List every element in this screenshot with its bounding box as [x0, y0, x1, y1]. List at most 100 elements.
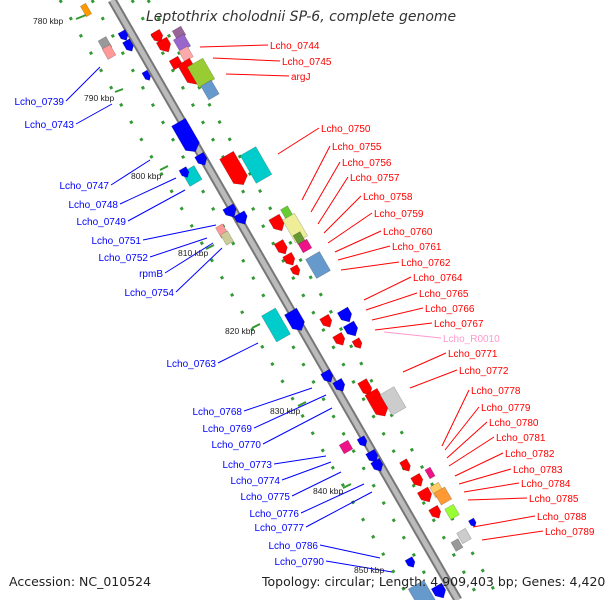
label-leader-line [119, 177, 177, 205]
label-leader-line [327, 212, 373, 244]
right-gene-label: Lcho_0765 [419, 289, 469, 300]
label-leader-line [212, 57, 281, 62]
gene-feature [239, 146, 273, 184]
kbp-tick-label: 840 kbp [313, 486, 344, 496]
gene-feature [399, 458, 411, 472]
right-gene-label: Lcho_0772 [459, 366, 509, 377]
gene-feature [450, 538, 464, 552]
right-gene-label: Lcho_0764 [413, 273, 463, 284]
right-gene-label: Lcho_0750 [321, 124, 371, 135]
gene-feature [351, 337, 363, 349]
gene-feature [404, 556, 416, 568]
label-leader-line [305, 491, 373, 528]
right-gene-label: Lcho_0782 [505, 449, 555, 460]
kbp-tick-label: 820 kbp [225, 326, 256, 336]
gene-feature [370, 457, 384, 472]
right-gene-label: Lcho_0781 [496, 433, 546, 444]
label-leader-line [383, 331, 442, 339]
label-leader-line [444, 406, 480, 451]
left-gene-label: Lcho_0754 [125, 288, 175, 299]
right-gene-label: Lcho_0778 [471, 386, 521, 397]
gene-feature [338, 439, 354, 455]
gene-feature [282, 251, 296, 266]
label-leader-line [334, 230, 382, 253]
label-leader-line [300, 483, 365, 514]
gene-feature [171, 117, 200, 153]
kbp-tick-label: 800 kbp [131, 171, 162, 181]
left-gene-label: Lcho_0776 [250, 509, 300, 520]
gene-feature [155, 36, 172, 53]
gene-feature [332, 331, 346, 346]
kbp-tick-mark [114, 88, 124, 93]
left-gene-label: Lcho_0747 [60, 181, 110, 192]
left-gene-label: rpmB [139, 269, 163, 280]
left-gene-label: Lcho_0769 [203, 424, 253, 435]
label-leader-line [448, 436, 495, 467]
right-gene-label: Lcho_0788 [537, 512, 587, 523]
gene-feature [444, 503, 460, 521]
right-gene-label: Lcho_0780 [489, 418, 539, 429]
right-gene-label: Lcho_0745 [282, 57, 332, 68]
genome-backbone-highlight [109, 0, 461, 600]
left-gene-label: Lcho_0752 [99, 253, 149, 264]
gene-feature [122, 38, 134, 52]
gene-feature [220, 230, 234, 246]
kbp-tick-label: 850 kbp [354, 565, 385, 575]
right-gene-label: Lcho_0758 [363, 192, 413, 203]
kbp-tick-mark [342, 483, 352, 489]
right-gene-label: Lcho_0755 [332, 142, 382, 153]
gene-feature [428, 504, 442, 519]
gene-feature [467, 517, 477, 527]
label-leader-line [281, 461, 332, 481]
gene-feature [297, 238, 313, 254]
label-leader-line [374, 322, 433, 331]
label-leader-line [142, 224, 217, 241]
gene-feature [305, 251, 331, 279]
gene-feature [273, 239, 288, 255]
left-gene-label: Lcho_0777 [255, 523, 305, 534]
label-leader-line [467, 497, 528, 501]
left-gene-label: Lcho_0770 [212, 440, 262, 451]
gene-feature [150, 28, 164, 43]
accession-text: Accession: NC_010524 [9, 574, 152, 589]
gene-feature [430, 582, 447, 599]
kbp-tick-mark [159, 165, 169, 171]
kbp-tick-mark [251, 323, 261, 329]
gene-feature [79, 2, 93, 18]
left-gene-label: Lcho_0763 [167, 359, 217, 370]
gene-feature [365, 448, 379, 463]
gene-feature [336, 306, 353, 323]
label-leader-line [199, 44, 269, 48]
left-gene-label: Lcho_0748 [69, 200, 119, 211]
gene-feature [357, 378, 373, 396]
label-leader-line [75, 103, 113, 125]
left-gene-label: Lcho_0743 [25, 120, 75, 131]
label-leader-line [481, 530, 544, 541]
right-gene-label: Lcho_0756 [342, 158, 392, 169]
kbp-tick-label: 810 kbp [178, 248, 209, 258]
right-gene-label: Lcho_0759 [374, 209, 424, 220]
right-gene-label: Lcho_0757 [350, 173, 400, 184]
label-leader-line [149, 237, 208, 258]
topology-text: Topology: circular; Length: 4,909,403 bp… [262, 574, 605, 589]
label-leader-line [127, 189, 186, 222]
label-leader-line [175, 247, 223, 293]
right-gene-label: Lcho_0789 [545, 527, 595, 538]
gene-feature [200, 79, 220, 101]
right-gene-label: argJ [291, 72, 310, 83]
gene-feature [141, 69, 151, 81]
label-leader-line [323, 195, 362, 234]
label-leader-line [65, 66, 101, 102]
label-leader-line [441, 389, 470, 447]
gene-feature [332, 377, 346, 392]
left-gene-label: Lcho_0775 [241, 492, 291, 503]
gene-feature [178, 166, 190, 178]
gene-feature [233, 210, 248, 225]
label-leader-line [225, 73, 290, 77]
left-gene-label: Lcho_0739 [15, 97, 65, 108]
left-gene-label: Lcho_0786 [269, 541, 319, 552]
gene-feature [319, 313, 333, 328]
left-gene-label: Lcho_0790 [275, 557, 325, 568]
